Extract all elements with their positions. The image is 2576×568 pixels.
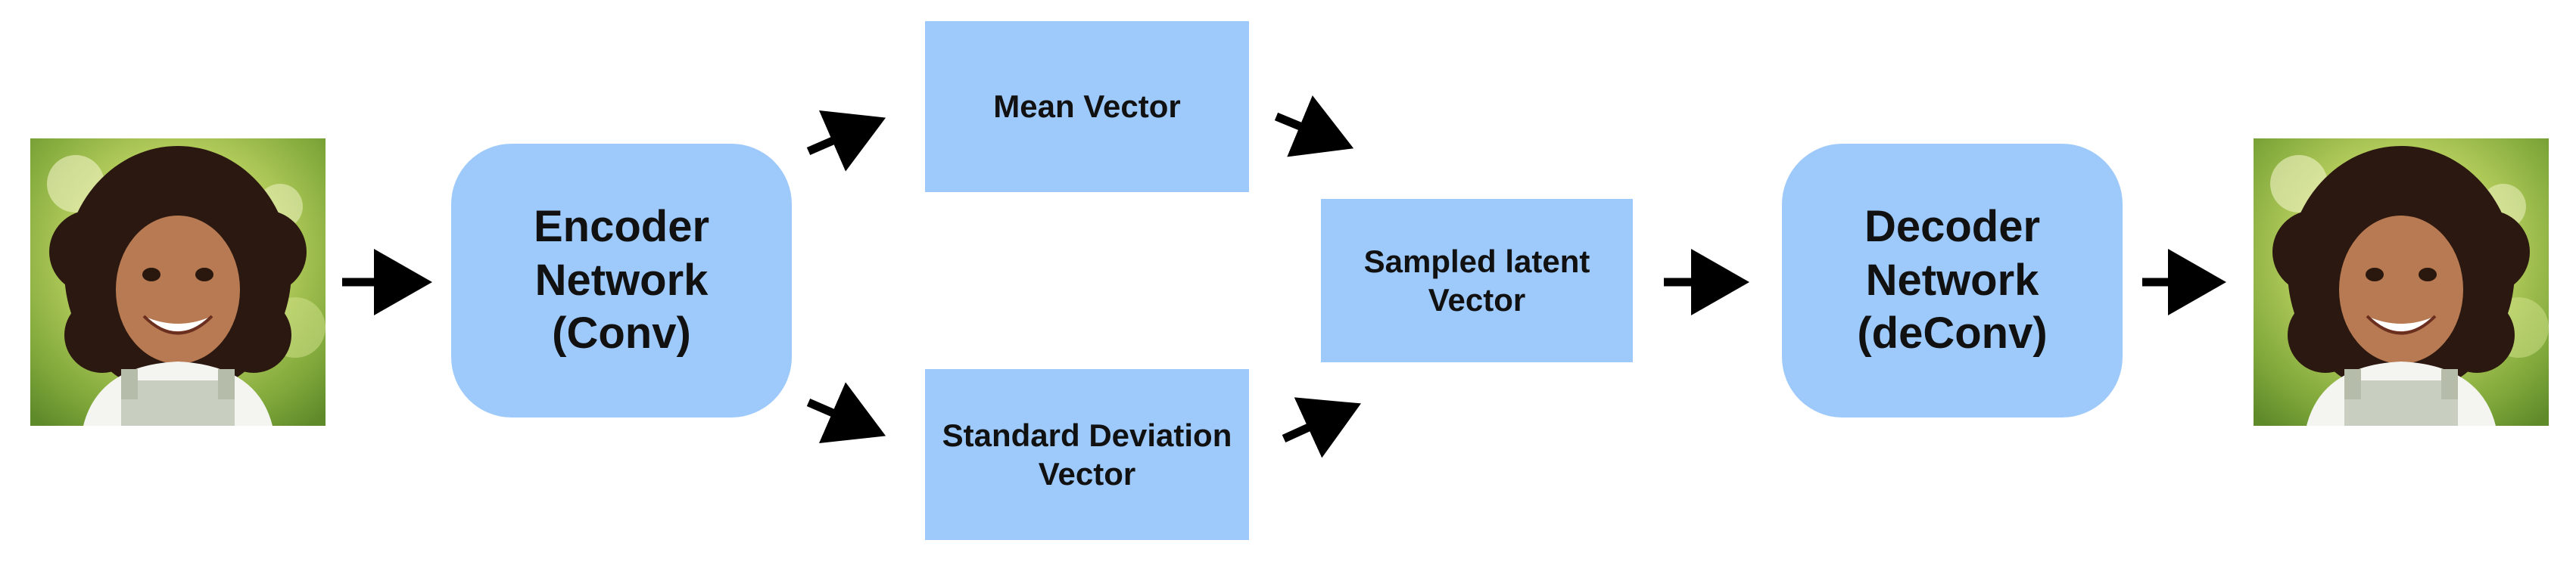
decoder-network-box: Decoder Network (deConv): [1782, 144, 2123, 417]
mean-vector-box: Mean Vector: [925, 21, 1249, 192]
arrow-stddev-to-latent: [1282, 397, 1362, 458]
input-image: [30, 138, 326, 426]
arrow-mean-to-latent: [1274, 95, 1354, 157]
arrow-encoder-to-mean: [806, 110, 886, 172]
sampled-latent-vector-label: Sampled latent Vector: [1363, 243, 1590, 318]
child-photo-input-icon: [30, 138, 326, 426]
standard-deviation-vector-label: Standard Deviation Vector: [942, 417, 1232, 492]
mean-vector-label: Mean Vector: [993, 88, 1181, 125]
output-image: [2254, 138, 2549, 426]
child-photo-output-icon: [2254, 138, 2549, 426]
arrow-encoder-to-stddev: [806, 382, 886, 444]
sampled-latent-vector-box: Sampled latent Vector: [1321, 199, 1633, 362]
encoder-network-box: Encoder Network (Conv): [451, 144, 792, 417]
decoder-network-label: Decoder Network (deConv): [1857, 201, 2048, 358]
encoder-network-label: Encoder Network (Conv): [533, 201, 710, 358]
standard-deviation-vector-box: Standard Deviation Vector: [925, 369, 1249, 540]
